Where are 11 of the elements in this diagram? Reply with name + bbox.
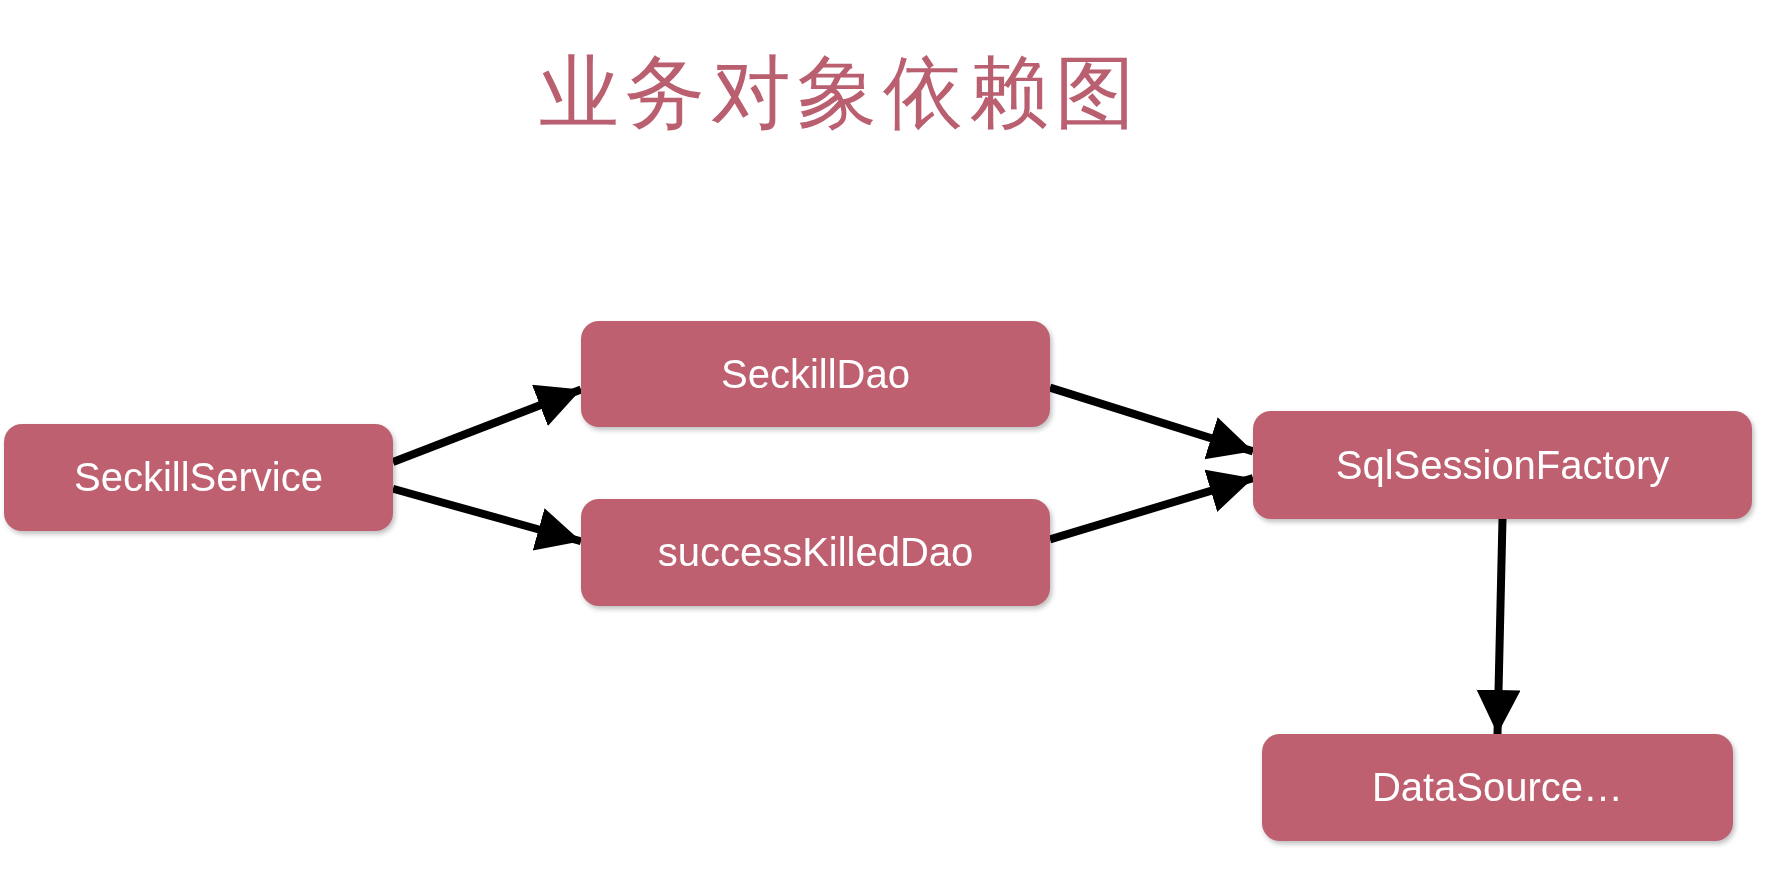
process-box: SqlSessionFactory bbox=[1253, 411, 1752, 519]
arrow bbox=[391, 484, 583, 551]
process-box: SeckillDao bbox=[581, 321, 1050, 427]
arrow bbox=[391, 384, 583, 466]
arrow bbox=[1476, 518, 1521, 735]
arrow bbox=[1048, 469, 1255, 544]
arrow bbox=[1048, 383, 1255, 460]
process-box: successKilledDao bbox=[581, 499, 1050, 606]
title: 业务对象依赖图 bbox=[538, 45, 1142, 141]
process-box: DataSource… bbox=[1262, 734, 1733, 841]
process-box: SeckillService bbox=[4, 424, 393, 531]
